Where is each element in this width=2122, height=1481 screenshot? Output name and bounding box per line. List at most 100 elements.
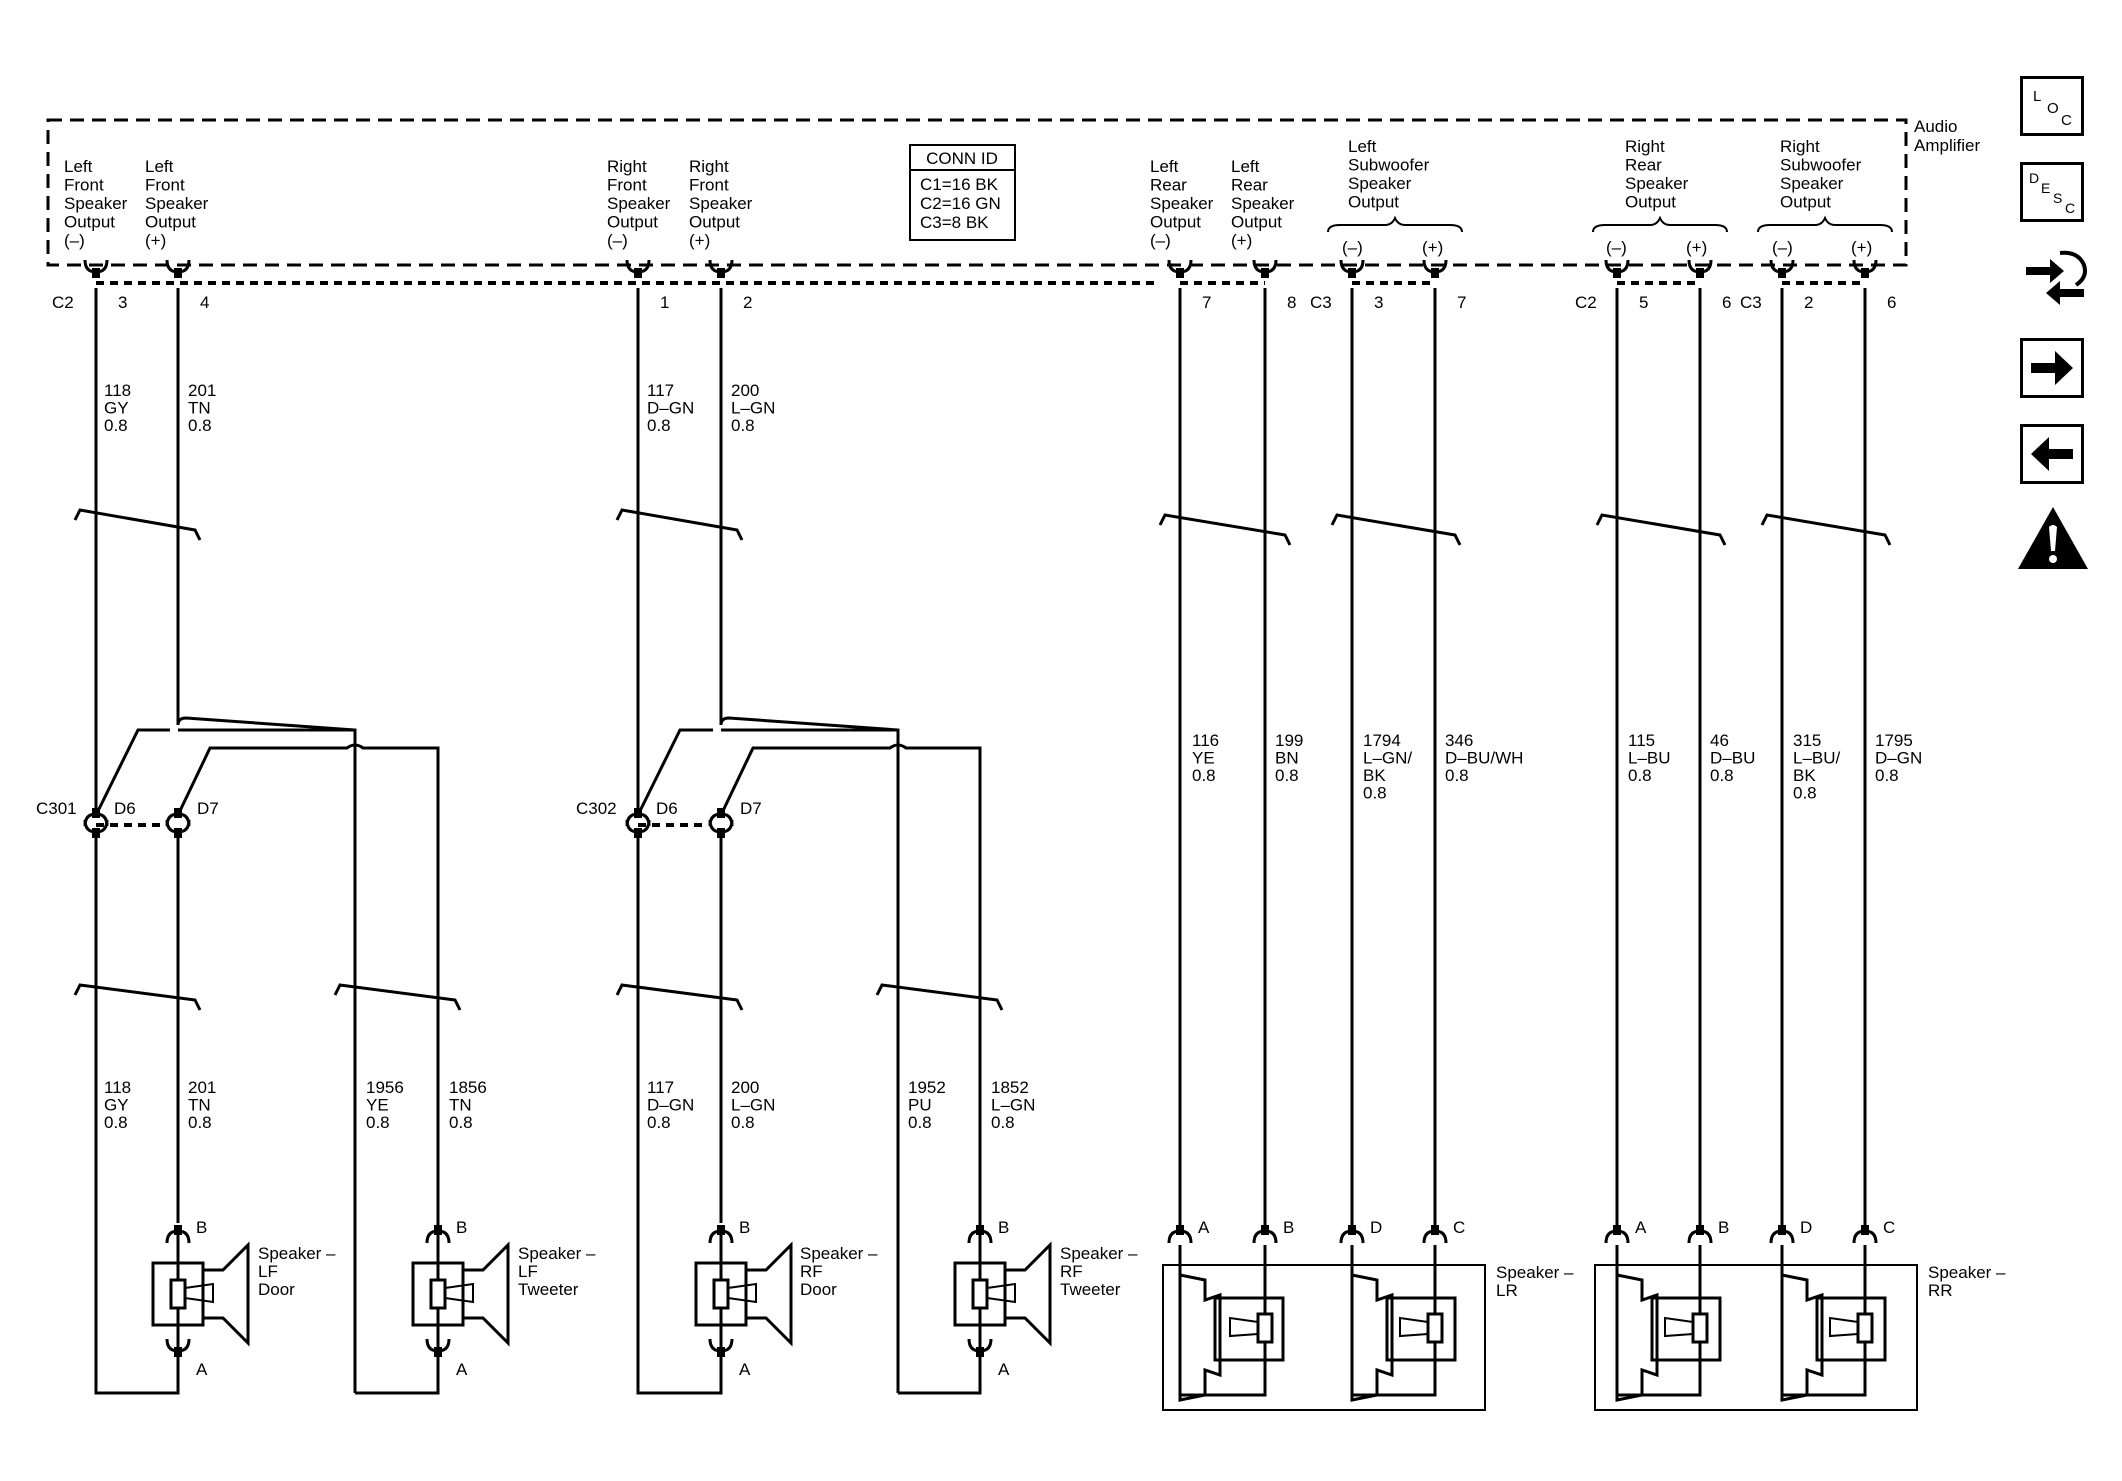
terminal-pin bbox=[976, 1225, 984, 1235]
terminal-pin bbox=[717, 828, 725, 838]
pin-number: 3 bbox=[1374, 293, 1383, 312]
rear-speaker-frame bbox=[1385, 1296, 1457, 1362]
terminal-pin bbox=[1431, 268, 1439, 278]
speaker-cone bbox=[1005, 1241, 1052, 1347]
speaker-pin-letter: C bbox=[1453, 1218, 1465, 1237]
terminal-pin bbox=[634, 828, 642, 838]
group-plus-label: (+) bbox=[1686, 238, 1707, 257]
terminal-pin bbox=[1176, 268, 1184, 278]
speaker-cone bbox=[463, 1241, 510, 1347]
wire bbox=[898, 1353, 982, 1395]
speaker-pin-letter: D bbox=[1800, 1218, 1812, 1237]
wire bbox=[719, 288, 900, 1393]
inline-connector-pin: D7 bbox=[197, 799, 219, 818]
wire bbox=[1178, 1245, 1267, 1397]
pin-number: 6 bbox=[1722, 293, 1731, 312]
harness-break bbox=[615, 983, 744, 1011]
wire bbox=[636, 835, 723, 1395]
rear-speaker-magnet bbox=[1229, 1316, 1259, 1338]
speaker-magnet bbox=[727, 1282, 757, 1304]
pin-number: 6 bbox=[1887, 293, 1896, 312]
harness-break bbox=[875, 983, 1004, 1011]
terminal-pin bbox=[434, 1347, 442, 1357]
speaker-pin-letter: A bbox=[739, 1360, 751, 1379]
speaker-coil bbox=[971, 1278, 989, 1310]
pin-number: 2 bbox=[1804, 293, 1813, 312]
terminal-pin bbox=[92, 828, 100, 838]
svg-text:L: L bbox=[2033, 88, 2041, 105]
speaker-pin-letter: B bbox=[739, 1218, 750, 1237]
rear-speaker-cone bbox=[1780, 1273, 1824, 1402]
terminal-pin bbox=[174, 1347, 182, 1357]
group-minus-label: (–) bbox=[1772, 238, 1793, 257]
rear-speakers bbox=[1178, 1273, 1887, 1402]
rear-speaker-frame bbox=[1650, 1296, 1722, 1362]
speaker-label: RR bbox=[1928, 1281, 1953, 1300]
harness-break bbox=[615, 508, 744, 541]
group-plus-label: (+) bbox=[1422, 238, 1443, 257]
harness-break bbox=[73, 508, 202, 541]
connector-tool-icon[interactable] bbox=[2020, 245, 2090, 315]
rear-speaker-frame bbox=[1815, 1296, 1887, 1362]
speaker-magnet bbox=[184, 1282, 214, 1304]
connector-label: C2 bbox=[1575, 293, 1597, 312]
speaker-pin-letter: B bbox=[196, 1218, 207, 1237]
caution-icon[interactable] bbox=[2016, 505, 2090, 571]
speaker-pin-letter: A bbox=[456, 1360, 468, 1379]
inline-connector-pin: D6 bbox=[114, 799, 136, 818]
harness-break bbox=[1158, 513, 1292, 546]
terminal-pin bbox=[717, 1347, 725, 1357]
next-arrow-icon[interactable] bbox=[2020, 338, 2084, 398]
wire bbox=[94, 728, 170, 816]
location-icon[interactable]: L O C bbox=[2020, 76, 2084, 136]
terminal-pin bbox=[1696, 268, 1704, 278]
speaker-label: LR bbox=[1496, 1281, 1518, 1300]
speaker-rr-housing bbox=[1594, 1264, 1918, 1411]
speaker-pin-letter: A bbox=[196, 1360, 208, 1379]
rear-speaker-cone bbox=[1615, 1273, 1659, 1402]
rear-speaker-cone bbox=[1178, 1273, 1222, 1402]
terminal-pin bbox=[1261, 268, 1269, 278]
terminal-pin bbox=[1861, 268, 1869, 278]
previous-arrow-icon[interactable] bbox=[2020, 424, 2084, 484]
speaker-pin-letter: A bbox=[1198, 1218, 1210, 1237]
svg-text:D: D bbox=[2029, 170, 2039, 186]
conn-id-row: C1=16 BK bbox=[920, 175, 999, 194]
speaker-pin-letter: A bbox=[998, 1360, 1010, 1379]
conn-id-row: C2=16 GN bbox=[920, 194, 1001, 213]
terminal-pin bbox=[717, 268, 725, 278]
description-icon[interactable]: D E S C bbox=[2020, 162, 2084, 222]
inline-connector-name: C302 bbox=[576, 799, 617, 818]
connector-label: C3 bbox=[1740, 293, 1762, 312]
wire bbox=[719, 743, 982, 1225]
harness-break bbox=[1760, 513, 1892, 546]
terminal-pin bbox=[174, 268, 182, 278]
speaker-coil bbox=[169, 1278, 187, 1310]
